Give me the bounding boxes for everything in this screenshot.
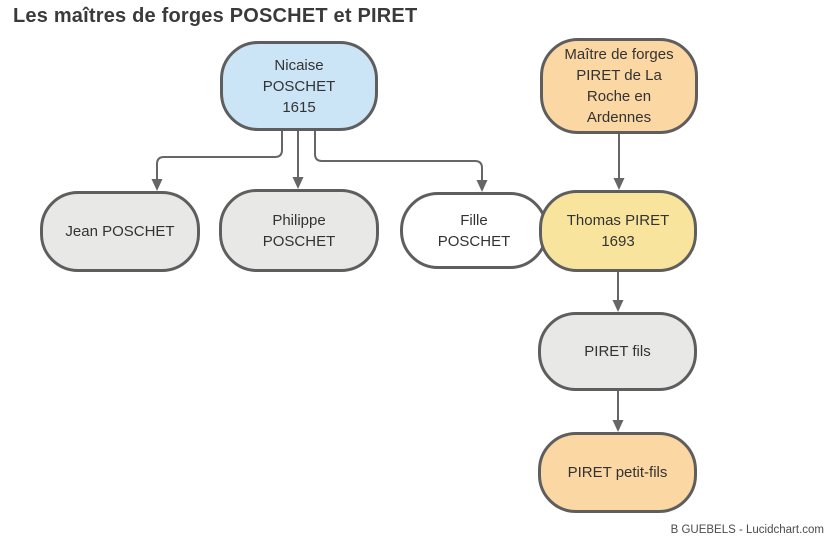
node-label-line: Maître de forges (564, 46, 674, 63)
arrowhead-nicaise-to-philippe (292, 177, 304, 189)
node-piret-petit-fils: PIRET petit-fils (538, 432, 697, 513)
node-label-line: 1615 (282, 98, 316, 116)
node-jean-poschet: Jean POSCHET (40, 191, 200, 272)
node-label-line: POSCHET (262, 232, 336, 250)
node-label-line: Thomas PIRET (566, 212, 670, 229)
node-label-line: PIRET fils (584, 343, 651, 360)
edge-nicaise-to-fille (314, 130, 483, 181)
node-label-line: PIRET de La (576, 67, 662, 84)
node-label-line: Roche en (586, 88, 652, 105)
node-label-line: Ardennes (586, 109, 652, 126)
node-label-line: Jean POSCHET (65, 223, 175, 240)
node-piret-fils: PIRET fils (538, 312, 697, 391)
node-label-line: Nicaise (274, 56, 324, 74)
node-label-line: POSCHET (437, 232, 511, 250)
node-label-line: Philippe (272, 211, 326, 229)
arrowhead-nicaise-to-jean (151, 179, 163, 191)
arrowhead-nicaise-to-fille (476, 180, 488, 192)
node-label-line: Fille (460, 211, 488, 229)
node-label-line: POSCHET (262, 77, 336, 95)
node-label-line: 1693 (601, 233, 635, 250)
attribution-text: B GUEBELS - Lucidchart.com (670, 524, 824, 536)
arrowhead-thomas-to-piret-fils (612, 300, 624, 312)
node-label-line: PIRET petit-fils (567, 464, 668, 481)
diagram-title: Les maîtres de forges POSCHET et PIRET (13, 5, 418, 27)
node-thomas-piret: Thomas PIRET 1693 (539, 190, 697, 272)
arrowhead-piret-fils-to-petit-fils (612, 420, 624, 432)
edge-nicaise-to-jean (156, 130, 283, 180)
arrowhead-maitre-to-thomas (613, 178, 625, 190)
